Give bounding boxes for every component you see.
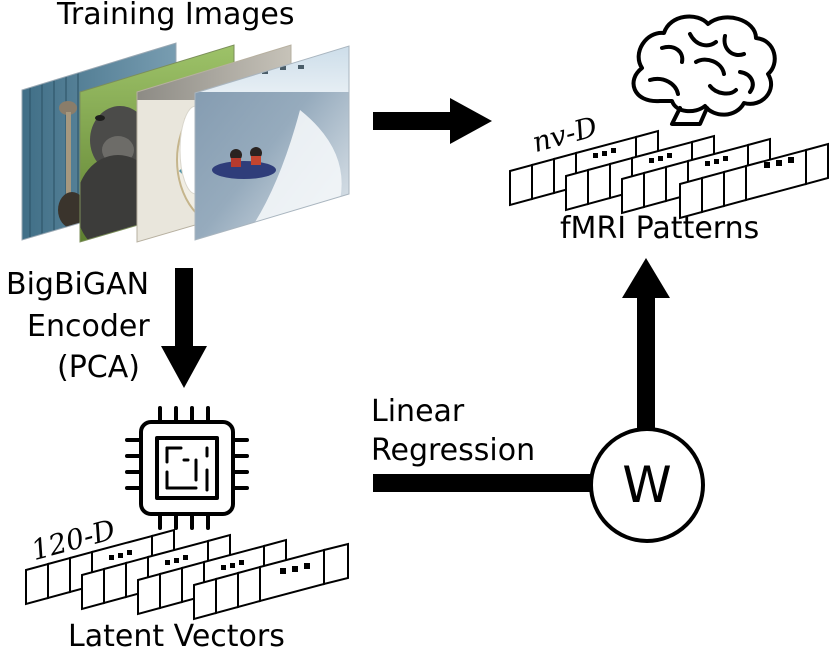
latent-vector-ellipsis-dots bbox=[109, 550, 310, 574]
weight-node-symbol: W bbox=[622, 456, 672, 514]
regression-label-line2: Regression bbox=[371, 433, 536, 468]
arrow-images-to-fmri bbox=[373, 98, 492, 144]
fmri-patterns-label: fMRI Patterns bbox=[560, 211, 760, 246]
arrow-regression-to-fmri bbox=[622, 258, 670, 428]
encoder-label-line2: Encoder bbox=[27, 309, 150, 344]
fmri-vector-ellipsis-dots bbox=[593, 148, 794, 168]
fmri-pattern-vectors bbox=[509, 129, 829, 220]
training-image-stack bbox=[21, 42, 350, 243]
latent-vectors-label: Latent Vectors bbox=[68, 619, 285, 650]
brain-icon bbox=[631, 14, 777, 126]
regression-label-line1: Linear bbox=[371, 394, 465, 429]
weight-node-circle bbox=[589, 427, 705, 543]
latent-vector-stack bbox=[25, 528, 349, 621]
training-images-label: Training Images bbox=[57, 0, 295, 32]
processor-chip-icon bbox=[125, 406, 249, 530]
encoder-label-line3: (PCA) bbox=[57, 350, 140, 385]
regression-line bbox=[373, 474, 591, 492]
arrow-images-to-latent bbox=[161, 268, 207, 388]
encoder-label-line1: BigBiGAN bbox=[6, 267, 150, 302]
